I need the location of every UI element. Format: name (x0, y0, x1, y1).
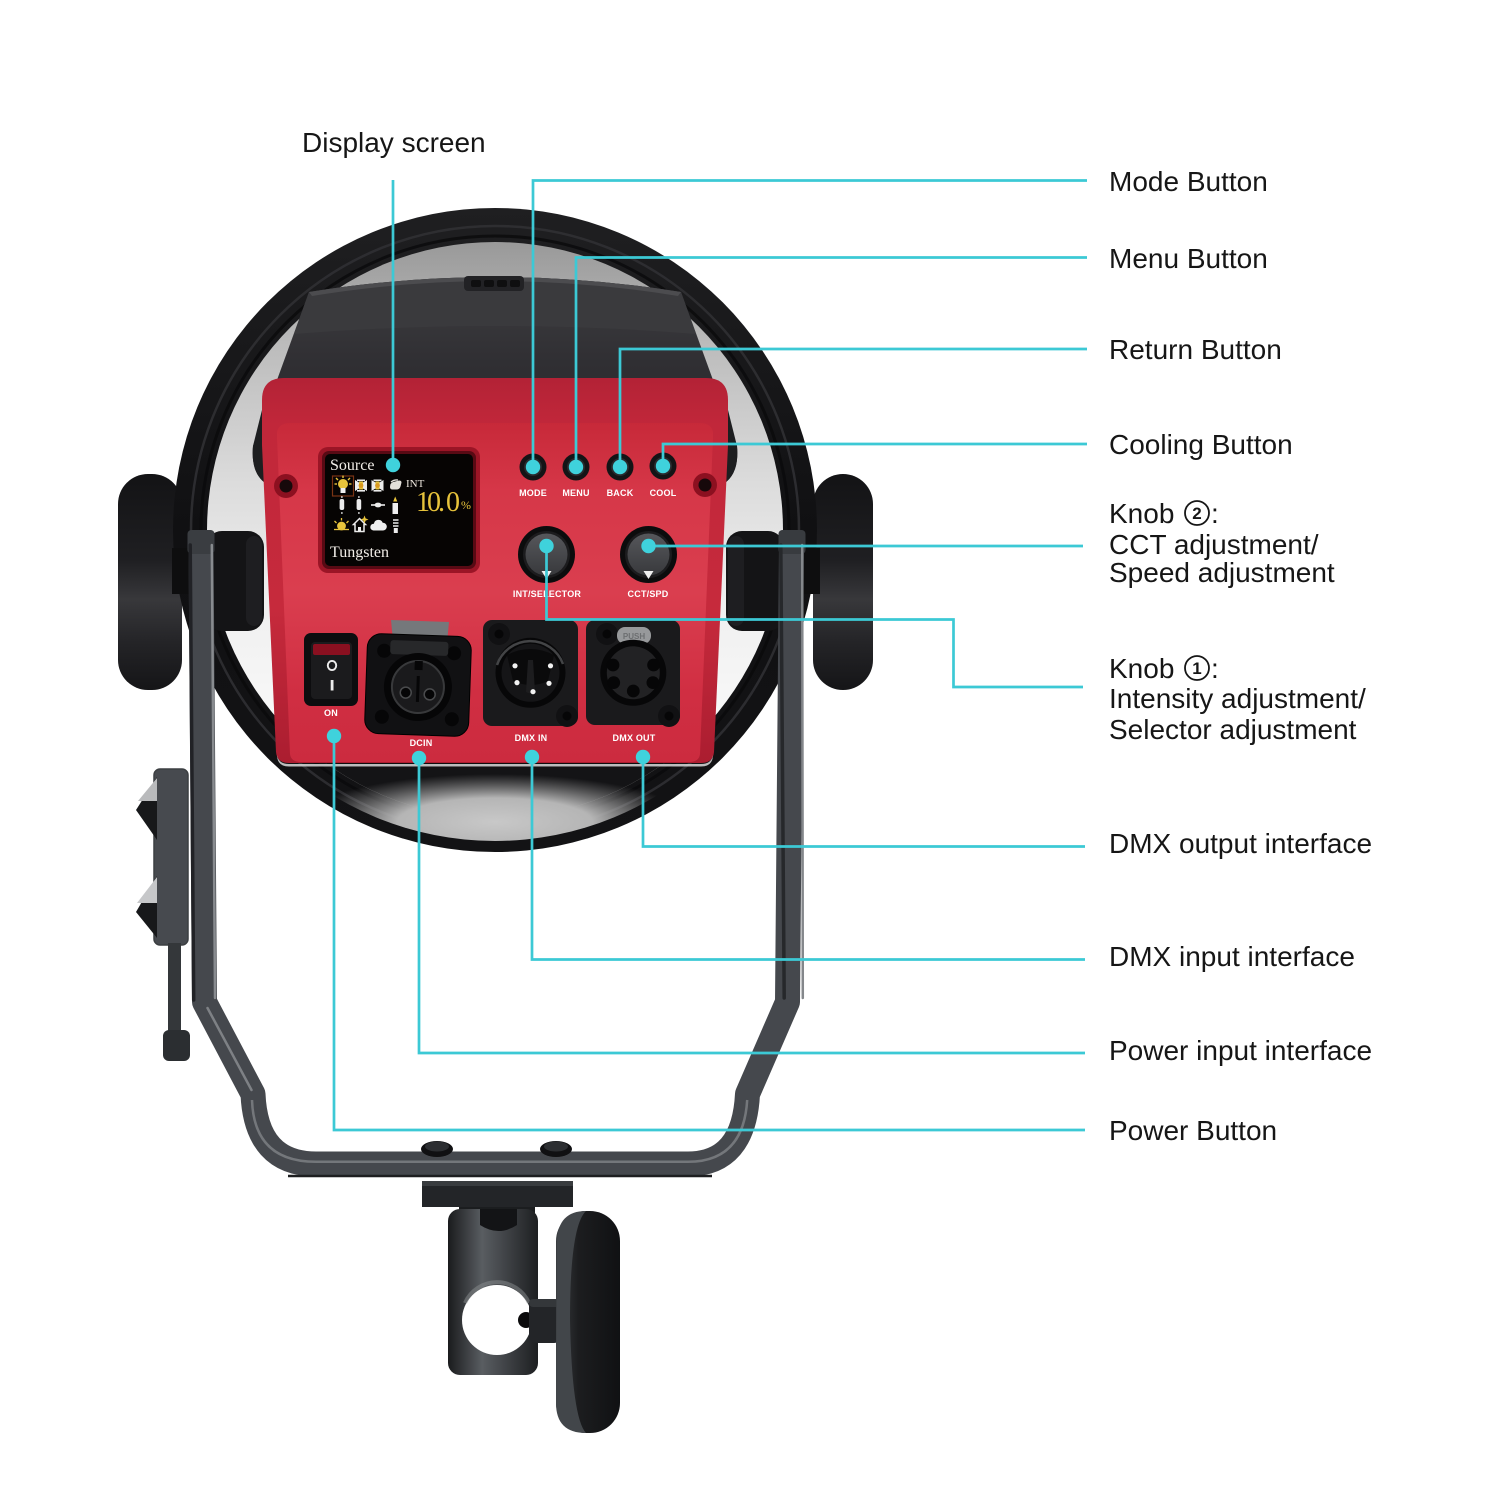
svg-text:MENU: MENU (562, 488, 589, 498)
svg-text:MODE: MODE (519, 488, 547, 498)
svg-text:1: 1 (1192, 659, 1201, 678)
svg-text:Intensity adjustment/: Intensity adjustment/ (1109, 683, 1366, 714)
svg-text:Cooling Button: Cooling Button (1109, 429, 1293, 460)
svg-text:Tungsten: Tungsten (330, 544, 389, 561)
svg-text:Knob: Knob (1109, 498, 1174, 529)
svg-text:Knob: Knob (1109, 653, 1174, 684)
svg-text:COOL: COOL (650, 488, 677, 498)
svg-text::: : (1211, 653, 1219, 684)
svg-text:DMX output interface: DMX output interface (1109, 828, 1372, 859)
svg-text:DCIN: DCIN (410, 738, 433, 748)
svg-text:Display screen: Display screen (302, 127, 486, 158)
svg-text::: : (1211, 498, 1219, 529)
svg-text:CCT adjustment/: CCT adjustment/ (1109, 529, 1319, 560)
svg-text:DMX input interface: DMX input interface (1109, 941, 1355, 972)
svg-text:Menu Button: Menu Button (1109, 243, 1268, 274)
svg-text:Source: Source (330, 457, 374, 474)
svg-text:INT: INT (406, 478, 425, 490)
svg-text:CCT/SPD: CCT/SPD (628, 589, 669, 599)
svg-text:Return Button: Return Button (1109, 334, 1282, 365)
svg-text:ON: ON (324, 708, 338, 718)
svg-text:Power input interface: Power input interface (1109, 1035, 1372, 1066)
svg-text:Power Button: Power Button (1109, 1115, 1277, 1146)
svg-text:Selector adjustment: Selector adjustment (1109, 714, 1357, 745)
svg-text:DMX OUT: DMX OUT (613, 733, 656, 743)
svg-text:BACK: BACK (607, 488, 634, 498)
svg-text:PUSH: PUSH (623, 632, 645, 641)
svg-text:Speed adjustment: Speed adjustment (1109, 557, 1335, 588)
svg-text:Mode Button: Mode Button (1109, 166, 1268, 197)
svg-text:10. 0: 10. 0 (416, 487, 460, 518)
svg-text:DMX IN: DMX IN (515, 733, 548, 743)
svg-text:2: 2 (1192, 504, 1201, 523)
svg-text:%: % (461, 498, 471, 512)
